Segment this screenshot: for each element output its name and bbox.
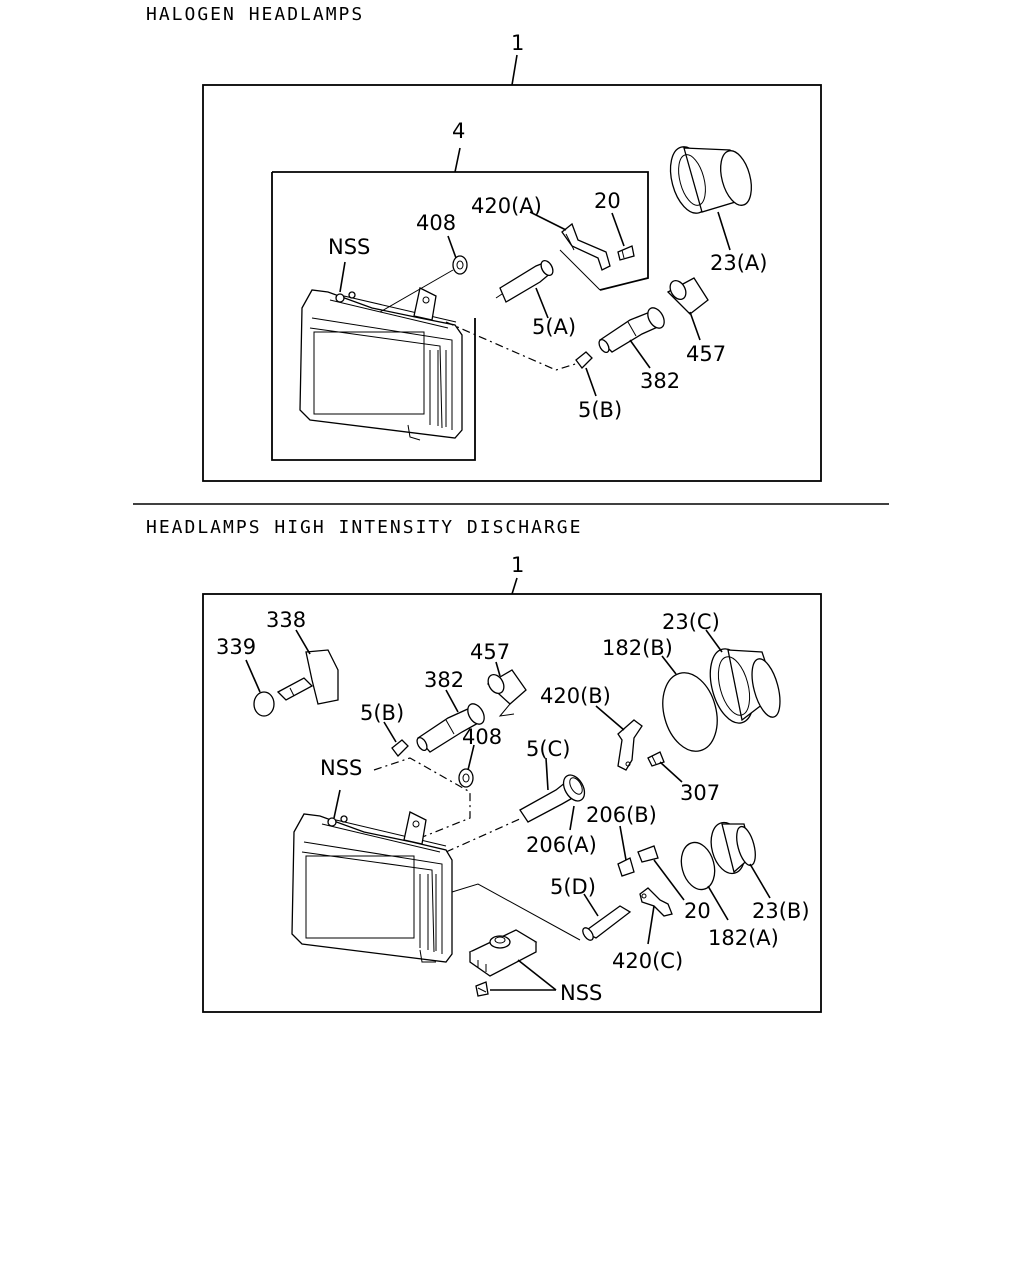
hid-label-20: 20 — [684, 899, 711, 923]
halogen-part-20 — [617, 245, 635, 261]
hid-section-title: HEADLAMPS HIGH INTENSITY DISCHARGE — [146, 517, 583, 538]
hid-alignment-line-mid — [445, 817, 523, 853]
halogen-label-408: 408 — [416, 211, 456, 235]
halogen-label-nss: NSS — [328, 235, 370, 259]
halogen-alignment-line — [445, 321, 589, 371]
hid-label-420b: 420(B) — [540, 684, 611, 708]
hid-part-182a — [680, 841, 716, 891]
halogen-section-title: HALOGEN HEADLAMPS — [146, 4, 365, 25]
hid-label-5b: 5(B) — [360, 701, 404, 725]
hid-ballast — [468, 929, 538, 977]
hid-part-5b — [391, 739, 409, 757]
hid-part-408 — [458, 768, 474, 788]
halogen-diagram: 1 4 NSS 408 — [202, 31, 822, 482]
hid-label-420c: 420(C) — [612, 949, 683, 973]
hid-assembly-frame — [202, 593, 822, 1013]
hid-part-338 — [276, 649, 339, 705]
halogen-part-457 — [666, 277, 709, 315]
hid-label-206a: 206(A) — [526, 833, 597, 857]
halogen-part-408 — [452, 255, 468, 275]
hid-label-182b: 182(B) — [602, 636, 673, 660]
hid-label-408: 408 — [462, 725, 502, 749]
halogen-part-5a — [495, 259, 554, 303]
halogen-label-457: 457 — [686, 342, 726, 366]
halogen-part-5b — [575, 351, 593, 369]
hid-label-nss-top: NSS — [320, 756, 362, 780]
hid-label-1: 1 — [511, 553, 524, 577]
hid-label-5c: 5(C) — [526, 737, 570, 761]
hid-label-382: 382 — [424, 668, 464, 692]
hid-alignment-line-lower — [451, 883, 581, 941]
hid-part-382 — [416, 703, 485, 753]
hid-label-5d: 5(D) — [550, 875, 596, 899]
hid-alignment-line-upper — [373, 757, 471, 839]
hid-part-5d — [582, 905, 632, 941]
hid-label-23b: 23(B) — [752, 899, 810, 923]
hid-label-457: 457 — [470, 640, 510, 664]
halogen-label-5b: 5(B) — [578, 398, 622, 422]
halogen-label-420a: 420(A) — [471, 194, 542, 218]
halogen-part-420a — [561, 222, 611, 271]
halogen-part-23a — [669, 146, 752, 214]
hid-part-420b — [617, 719, 643, 771]
hid-part-457 — [486, 669, 527, 717]
halogen-label-20: 20 — [594, 189, 621, 213]
halogen-subassembly-frame — [271, 172, 476, 461]
hid-headlamp-housing — [291, 811, 453, 963]
halogen-label-5a: 5(A) — [532, 315, 576, 339]
halogen-label-4: 4 — [452, 119, 465, 143]
halogen-label-382: 382 — [640, 369, 680, 393]
halogen-part-382 — [598, 307, 665, 354]
halogen-headlamp-housing — [299, 287, 463, 441]
hid-part-23c — [709, 648, 781, 724]
hid-part-23b — [710, 821, 756, 875]
hid-part-420c — [639, 887, 673, 917]
hid-label-338: 338 — [266, 608, 306, 632]
hid-label-339: 339 — [216, 635, 256, 659]
hid-part-339 — [253, 691, 275, 717]
hid-ballast-screw — [475, 981, 489, 997]
halogen-subassembly-top — [272, 171, 649, 291]
halogen-label-1: 1 — [511, 31, 524, 55]
hid-part-206b — [617, 845, 659, 877]
hid-label-182a: 182(A) — [708, 926, 779, 950]
hid-label-307: 307 — [680, 781, 720, 805]
hid-part-182b — [662, 672, 718, 752]
hid-label-206b: 206(B) — [586, 803, 657, 827]
hid-diagram: 1 338 339 382 457 — [202, 553, 822, 1013]
halogen-label-23a: 23(A) — [710, 251, 767, 275]
hid-label-23c: 23(C) — [662, 610, 720, 634]
hid-part-5c — [519, 774, 586, 823]
hid-label-nss-bottom: NSS — [560, 981, 602, 1005]
